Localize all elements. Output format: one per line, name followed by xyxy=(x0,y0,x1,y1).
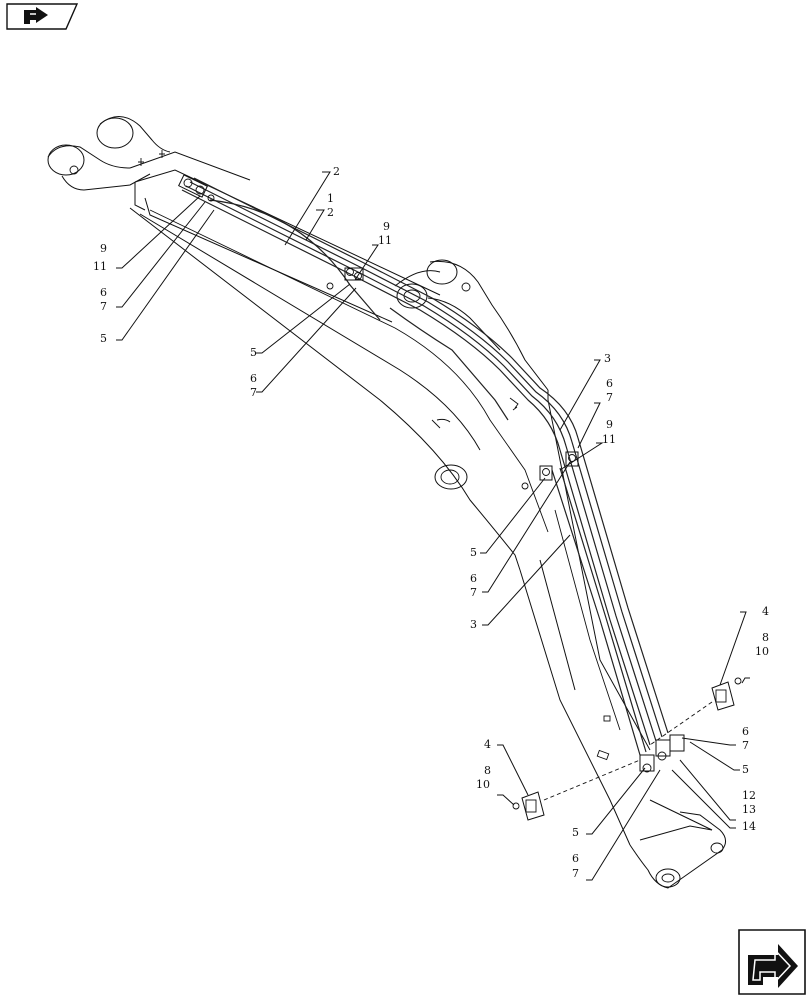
callout-5-c: 5 xyxy=(470,546,477,559)
leader-lines xyxy=(116,171,750,881)
callout-2: 2 xyxy=(327,206,334,219)
callout-9-c: 9 xyxy=(606,418,613,431)
prev-page-button[interactable] xyxy=(6,3,79,30)
callout-6-f: 6 xyxy=(572,852,579,865)
callout-10-a: 10 xyxy=(755,645,769,658)
bracket-left xyxy=(512,759,641,821)
callout-11-b: 11 xyxy=(93,260,107,273)
callout-7-d: 7 xyxy=(470,586,477,599)
callout-5-b: 5 xyxy=(250,346,257,359)
callout-7-b: 7 xyxy=(250,386,257,399)
callout-10-b: 10 xyxy=(476,778,490,791)
callout-4-a: 4 xyxy=(762,605,769,618)
callout-5-a: 5 xyxy=(100,332,107,345)
callout-7-c: 7 xyxy=(606,391,613,404)
callout-2-top: 2 xyxy=(333,165,340,178)
clamp-front-lower xyxy=(639,734,685,773)
callout-5-f: 5 xyxy=(572,826,579,839)
bracket-right xyxy=(649,677,742,746)
arrow-forward-icon xyxy=(748,944,798,988)
callout-7-a: 7 xyxy=(100,300,107,313)
callout-3-a: 3 xyxy=(604,352,611,365)
clamp-rear xyxy=(178,174,215,202)
callout-7-f: 7 xyxy=(572,867,579,880)
arrow-back-icon xyxy=(24,7,48,24)
callout-13: 13 xyxy=(742,803,756,816)
callout-11-a: 11 xyxy=(378,234,392,247)
clamp-mid xyxy=(344,267,364,281)
hydraulic-hoses xyxy=(181,177,669,756)
callout-9-a: 9 xyxy=(383,220,390,233)
callout-7-e: 7 xyxy=(742,739,749,752)
callout-8-b: 8 xyxy=(484,764,491,777)
callout-14: 14 xyxy=(742,820,756,833)
callout-4-b: 4 xyxy=(484,738,491,751)
callout-6-b: 6 xyxy=(250,372,257,385)
callout-9-b: 9 xyxy=(100,242,107,255)
callout-3-b: 3 xyxy=(470,618,477,631)
callout-6-a: 6 xyxy=(100,286,107,299)
callout-6-d: 6 xyxy=(470,572,477,585)
callout-labels: 2 1 2 9 11 9 11 6 7 5 5 6 7 3 6 7 9 11 5… xyxy=(93,165,769,880)
callout-12: 12 xyxy=(742,789,756,802)
boom-outline xyxy=(47,116,726,889)
next-page-button[interactable] xyxy=(738,929,806,995)
callout-6-c: 6 xyxy=(606,377,613,390)
callout-1: 1 xyxy=(327,192,334,205)
callout-5-e: 5 xyxy=(742,763,749,776)
callout-11-c: 11 xyxy=(602,433,616,446)
callout-6-e: 6 xyxy=(742,725,749,738)
callout-8-a: 8 xyxy=(762,631,769,644)
